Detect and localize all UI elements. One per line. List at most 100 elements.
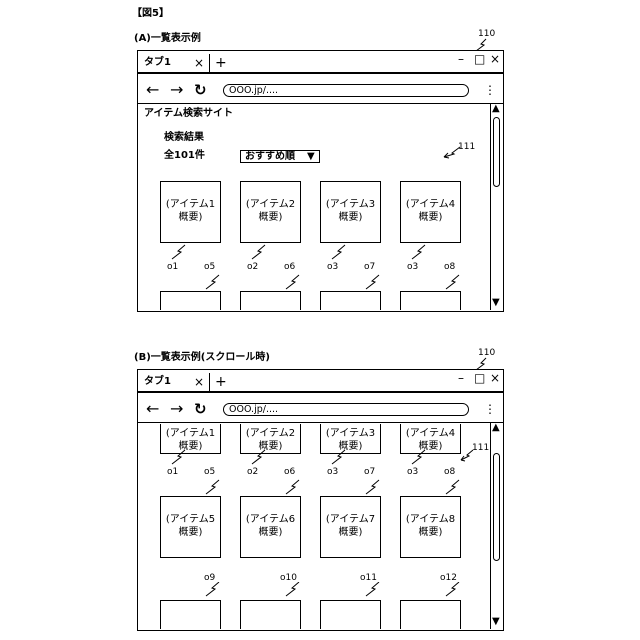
address-bar[interactable]: OOO.jp/.... [223,84,469,97]
reference-leader-111 [438,145,462,159]
item-ref-label: o8 [444,466,455,478]
close-window-icon[interactable]: × [490,52,500,66]
tab-label: タブ1 [144,57,171,69]
item-ref-label: o7 [364,466,375,478]
item-card-4[interactable]: (アイテム4 概要) [400,181,461,243]
scroll-thumb[interactable] [493,453,500,561]
item-card-6-partial[interactable] [240,291,301,310]
item-ref-label: o10 [280,572,297,584]
sort-selected: おすすめ順 [245,151,295,163]
item-ref-label: o5 [204,261,215,273]
scroll-down-icon[interactable]: ▼ [492,616,500,628]
item-card-title: (アイテム7 [321,513,380,526]
item-ref-label: o6 [284,261,295,273]
scrollbar-b[interactable]: ▲ ▼ [490,423,503,629]
maximize-icon[interactable]: □ [474,52,485,66]
item-card-9-partial[interactable] [160,600,221,629]
item-card-7-partial[interactable] [320,291,381,310]
reference-leaders-row1 [138,243,491,291]
item-card-title: (アイテム3 [321,198,380,211]
minimize-icon[interactable]: – [458,52,464,66]
item-card-summary: 概要) [401,526,460,539]
item-card-summary: 概要) [321,526,380,539]
item-ref-label: o1 [167,261,178,273]
browser-window-a: タブ1 × + – □ × ← → ↻ OOO.jp/.... ⋮ アイテム検索… [137,50,504,312]
item-card-title: (アイテム6 [241,513,300,526]
scrollbar-a[interactable]: ▲ ▼ [490,104,503,310]
close-window-icon[interactable]: × [490,371,500,385]
item-card-5-partial[interactable] [160,291,221,310]
maximize-icon[interactable]: □ [474,371,485,385]
item-card-title: (アイテム4 [401,198,460,211]
item-card-2[interactable]: (アイテム2 概要) [240,181,301,243]
item-ref-label: o3 [327,466,338,478]
item-card-6[interactable]: (アイテム6 概要) [240,496,301,558]
forward-arrow-icon[interactable]: → [170,81,183,99]
site-title: アイテム検索サイト [144,108,233,120]
page-content-b: (アイテム1 概要) (アイテム2 概要) (アイテム3 概要) (アイテム4 … [138,424,491,629]
item-card-title: (アイテム1 [161,427,220,440]
item-card-3[interactable]: (アイテム3 概要) [320,181,381,243]
item-card-7[interactable]: (アイテム7 概要) [320,496,381,558]
item-card-10-partial[interactable] [240,600,301,629]
forward-arrow-icon[interactable]: → [170,400,183,418]
panel-a-caption: (A)一覧表示例 [134,33,201,45]
reload-icon[interactable]: ↻ [194,400,207,418]
browser-menu-icon[interactable]: ⋮ [484,83,496,97]
browser-window-b: タブ1 × + – □ × ← → ↻ OOO.jp/.... ⋮ (アイテム1… [137,369,504,631]
new-tab-icon[interactable]: + [215,56,227,70]
item-card-8-partial[interactable] [400,291,461,310]
browser-tab[interactable]: タブ1 × [138,373,210,391]
panel-b-caption: (B)一覧表示例(スクロール時) [134,352,270,364]
browser-menu-icon[interactable]: ⋮ [484,402,496,416]
page-content-a: アイテム検索サイト 検索結果 全101件 おすすめ順 ▼ 111 (アイテム1 … [138,105,491,310]
back-arrow-icon[interactable]: ← [146,81,159,99]
scroll-up-icon[interactable]: ▲ [492,422,500,434]
item-card-summary: 概要) [401,211,460,224]
tab-close-icon[interactable]: × [194,56,204,70]
scroll-thumb[interactable] [493,117,500,187]
item-card-title: (アイテム2 [241,198,300,211]
item-card-title: (アイテム5 [161,513,220,526]
dropdown-arrow-icon: ▼ [307,151,315,163]
item-card-summary: 概要) [161,526,220,539]
item-card-title: (アイテム1 [161,198,220,211]
scroll-down-icon[interactable]: ▼ [492,297,500,309]
results-heading: 検索結果 [164,132,204,144]
figure-label: 【図5】 [132,8,169,20]
item-ref-label: o8 [444,261,455,273]
address-url: OOO.jp/.... [229,85,278,97]
new-tab-icon[interactable]: + [215,375,227,389]
item-card-8[interactable]: (アイテム8 概要) [400,496,461,558]
item-ref-label: o7 [364,261,375,273]
item-card-title: (アイテム4 [401,427,460,440]
tab-close-icon[interactable]: × [194,375,204,389]
address-bar[interactable]: OOO.jp/.... [223,403,469,416]
item-card-5[interactable]: (アイテム5 概要) [160,496,221,558]
item-ref-label: o2 [247,466,258,478]
item-ref-label: o3 [407,466,418,478]
scroll-up-icon[interactable]: ▲ [492,103,500,115]
item-card-summary: 概要) [161,211,220,224]
item-card-summary: 概要) [241,526,300,539]
item-card-1[interactable]: (アイテム1 概要) [160,181,221,243]
item-ref-label: o1 [167,466,178,478]
reload-icon[interactable]: ↻ [194,81,207,99]
item-card-11-partial[interactable] [320,600,381,629]
back-arrow-icon[interactable]: ← [146,400,159,418]
minimize-icon[interactable]: – [458,371,464,385]
item-ref-label: o12 [440,572,457,584]
item-ref-label: o3 [407,261,418,273]
results-count: 全101件 [164,150,205,162]
item-ref-label: o3 [327,261,338,273]
browser-tab[interactable]: タブ1 × [138,54,210,72]
item-ref-label: o5 [204,466,215,478]
item-card-12-partial[interactable] [400,600,461,629]
item-card-title: (アイテム2 [241,427,300,440]
item-ref-label: o11 [360,572,377,584]
tab-label: タブ1 [144,376,171,388]
sort-dropdown[interactable]: おすすめ順 ▼ [240,150,320,163]
item-card-summary: 概要) [321,211,380,224]
item-ref-label: o9 [204,572,215,584]
item-card-title: (アイテム8 [401,513,460,526]
